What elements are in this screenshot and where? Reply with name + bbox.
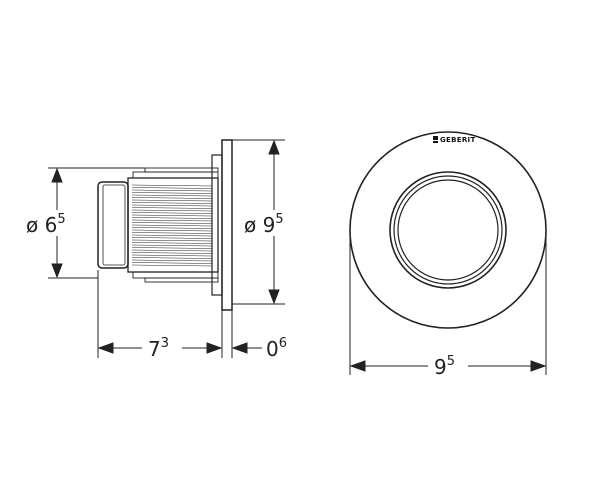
thread-line — [131, 219, 213, 222]
thread-line — [131, 239, 213, 242]
side-view — [97, 139, 233, 311]
dimension-dia-65 — [22, 167, 145, 279]
arrowhead — [268, 289, 280, 305]
brand-label: GEBERIT — [440, 136, 476, 144]
thread-line — [131, 262, 213, 264]
outer-plate-circle — [349, 131, 547, 329]
thread-line — [131, 257, 213, 259]
flange-collar — [211, 154, 223, 296]
thread-line — [131, 229, 213, 232]
arrowhead — [206, 342, 223, 354]
len-06-label: 06 — [266, 336, 287, 361]
thread-lines — [131, 184, 213, 267]
len-73-label: 73 — [148, 336, 169, 361]
dimension-dia-95 — [232, 139, 300, 305]
brand-logo: GEBERIT — [433, 136, 476, 144]
thread-line — [131, 254, 213, 257]
thread-line — [131, 259, 213, 262]
logo-mark — [433, 141, 438, 143]
thread-line — [131, 224, 213, 227]
thread-line — [131, 217, 213, 219]
arrowhead — [51, 263, 63, 279]
thread-housing-top — [132, 171, 219, 179]
thread-line — [131, 227, 213, 229]
thread-step-top — [144, 167, 219, 173]
thread-line — [131, 247, 213, 249]
thread-line — [131, 204, 213, 207]
thread-housing-bottom — [132, 271, 219, 279]
arrowhead — [268, 139, 280, 155]
thread-line — [131, 242, 213, 244]
arrowhead — [97, 342, 114, 354]
front-view — [349, 131, 547, 329]
button-face — [397, 179, 499, 281]
button-tip-inner — [102, 184, 126, 266]
thread-line — [131, 264, 213, 267]
thread-line — [131, 222, 213, 224]
thread-line — [131, 202, 213, 204]
thread-line — [131, 252, 213, 254]
cover-plate — [221, 139, 233, 311]
thread-line — [131, 214, 213, 217]
dia-65-label: ø 65 — [26, 212, 66, 237]
thread-line — [131, 232, 213, 234]
arrowhead — [530, 360, 547, 372]
thread-line — [131, 189, 213, 192]
dimension-width-95 — [349, 238, 547, 378]
logo-mark — [433, 136, 438, 140]
button-ring-middle — [393, 175, 503, 285]
thread-line — [131, 197, 213, 199]
thread-line — [131, 237, 213, 239]
dimension-len-06 — [231, 310, 262, 358]
thread-step-bottom — [144, 277, 219, 283]
thread-line — [131, 212, 213, 214]
button-tip — [97, 181, 129, 269]
thread-line — [131, 209, 213, 212]
thread-line — [131, 207, 213, 209]
thread-line — [131, 234, 213, 237]
thread-line — [131, 244, 213, 247]
width-95-label: 95 — [434, 354, 455, 379]
arrowhead — [51, 167, 63, 183]
button-ring-outer — [389, 171, 507, 289]
thread-line — [131, 194, 213, 197]
thread-line — [131, 249, 213, 252]
thread-line — [131, 199, 213, 202]
dimension-len-73 — [97, 270, 223, 360]
thread-line — [131, 192, 213, 194]
thread-line — [131, 187, 213, 189]
arrowhead — [231, 342, 248, 354]
dia-95-label: ø 95 — [244, 212, 284, 237]
arrowhead — [349, 360, 366, 372]
thread-line — [131, 184, 213, 187]
